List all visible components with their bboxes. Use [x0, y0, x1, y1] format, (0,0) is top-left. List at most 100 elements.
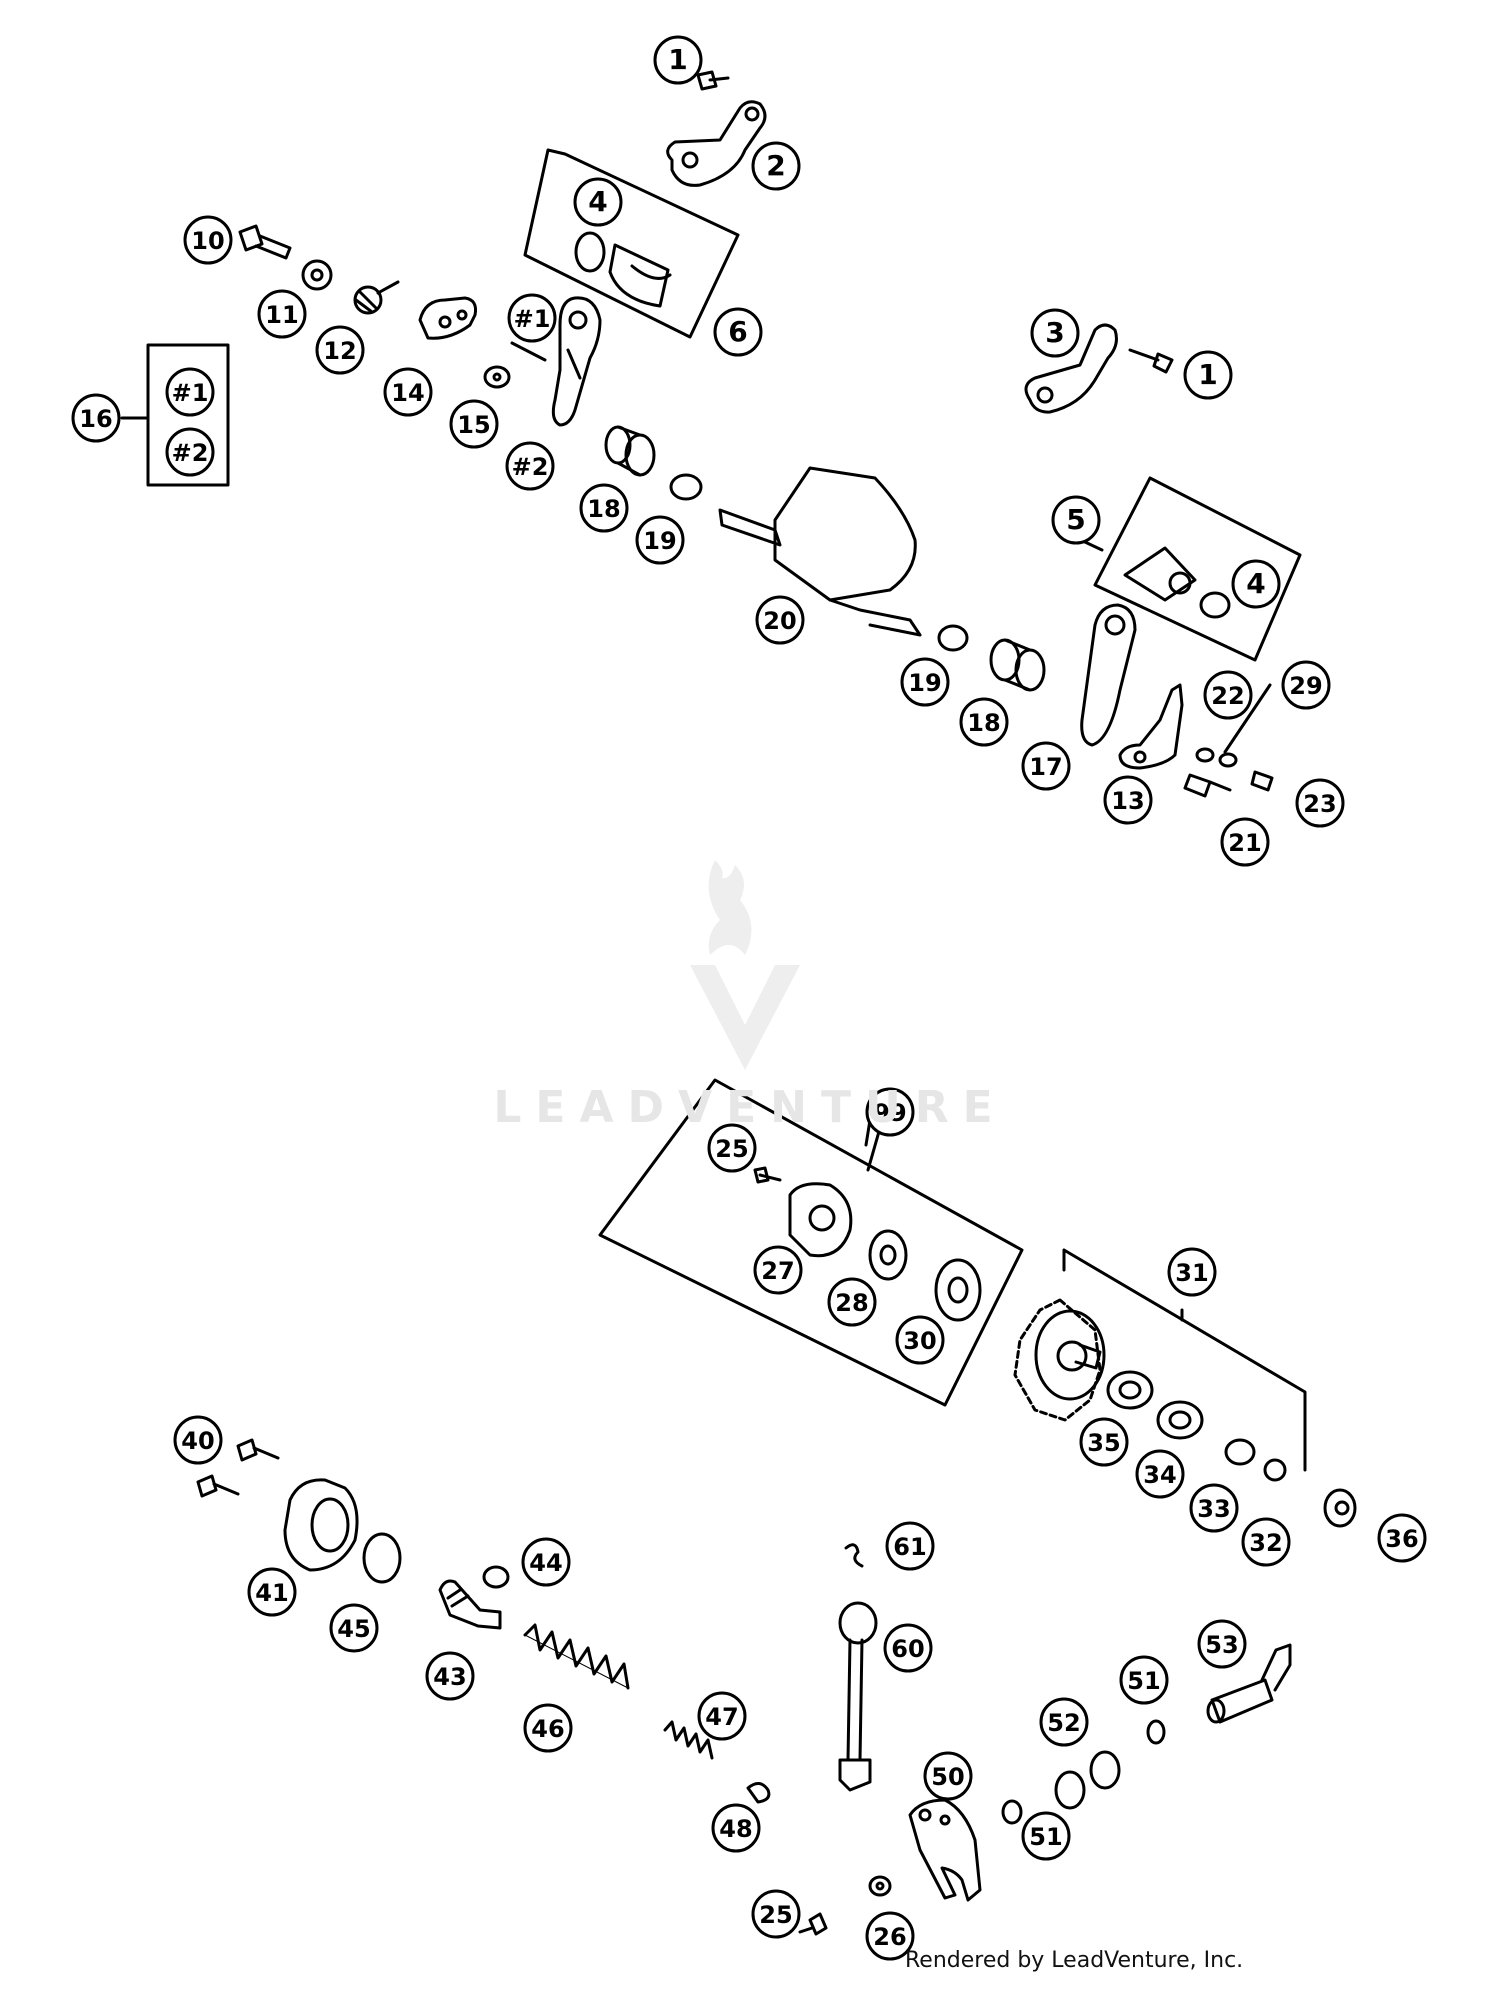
callout-circle	[883, 1623, 933, 1673]
callout-label: #1	[172, 379, 209, 407]
callout-52: 52	[1039, 1697, 1089, 1747]
callout-16: 16	[71, 393, 121, 443]
callout-41: 41	[247, 1567, 297, 1617]
callout-label: 25	[759, 1901, 792, 1929]
callout-17: 17	[1021, 741, 1071, 791]
callout-circle	[755, 595, 805, 645]
callout-15: 15	[449, 399, 499, 449]
callout-label: 6	[728, 315, 747, 348]
callout-label: 61	[893, 1533, 926, 1561]
part-washer-26	[868, 1875, 892, 1897]
part-clip-61	[844, 1543, 864, 1568]
callout-label: 22	[1211, 682, 1244, 710]
callout-label: 1	[1198, 358, 1217, 391]
callout-22: 22	[1203, 670, 1253, 720]
callout-circle	[751, 141, 801, 191]
callout-circle	[1377, 1513, 1427, 1563]
callout-50: 50	[923, 1751, 973, 1801]
callout-label: 33	[1197, 1495, 1230, 1523]
callout-circle	[1281, 660, 1331, 710]
callout-4: 4	[573, 177, 623, 227]
callout-27: 27	[753, 1245, 803, 1295]
callout-circle	[1051, 495, 1101, 545]
part-housing-41	[283, 1478, 359, 1572]
callout-2: 2	[751, 141, 801, 191]
callout-label: 18	[587, 495, 620, 523]
callout-circle	[247, 1567, 297, 1617]
part-oring-19-top	[669, 473, 703, 501]
callout-circle	[1189, 1483, 1239, 1533]
callout-circle	[1197, 1619, 1247, 1669]
callout-61: 61	[885, 1521, 935, 1571]
part-bushing-18-top	[604, 425, 656, 477]
callout-label: 27	[761, 1257, 794, 1285]
callout-label: 51	[1127, 1667, 1160, 1695]
part-box-5	[1093, 476, 1302, 662]
callout-ref-1: #1	[165, 367, 215, 417]
callout-19: 19	[900, 657, 950, 707]
callout-4: 4	[1231, 559, 1281, 609]
callout-40: 40	[173, 1415, 223, 1465]
part-lever-2	[666, 100, 767, 187]
callout-circle	[697, 1691, 747, 1741]
part-bracket-50	[908, 1798, 982, 1902]
callout-circle	[165, 427, 215, 477]
callout-48: 48	[711, 1803, 761, 1853]
callout-ref-2: #2	[165, 427, 215, 477]
part-washers-51-52	[1001, 1719, 1166, 1825]
callout-1: 1	[653, 35, 703, 85]
callout-circle	[753, 1245, 803, 1295]
callout-13: 13	[1103, 775, 1153, 825]
part-nut-36	[1323, 1488, 1357, 1528]
part-spring-46	[523, 1623, 630, 1690]
callout-circle	[865, 1911, 915, 1961]
footer-credit: Rendered by LeadVenture, Inc.	[905, 1948, 1244, 1973]
callout-46: 46	[523, 1703, 573, 1753]
callout-47: 47	[697, 1691, 747, 1741]
part-lever-ref-1-2	[551, 296, 602, 427]
callout-label: 21	[1228, 829, 1261, 857]
callout-label: 12	[323, 337, 356, 365]
callout-label: 3	[1045, 316, 1064, 349]
callout-label: 19	[908, 669, 941, 697]
part-screw-1	[696, 70, 730, 91]
callout-circle	[827, 1277, 877, 1327]
callout-label: 60	[891, 1635, 924, 1663]
callout-label: 53	[1205, 1631, 1238, 1659]
callout-circle	[183, 215, 233, 265]
callout-5: 5	[1051, 495, 1101, 545]
part-lever-17	[1080, 603, 1137, 747]
callout-35: 35	[1079, 1417, 1129, 1467]
callout-36: 36	[1377, 1513, 1427, 1563]
callout-19: 19	[635, 515, 685, 565]
part-shaft-43	[438, 1579, 502, 1630]
callout-label: 16	[79, 405, 112, 433]
callout-circle	[71, 393, 121, 443]
callout-label: 52	[1047, 1709, 1080, 1737]
callout-label: 32	[1249, 1529, 1282, 1557]
callout-label: 46	[531, 1715, 564, 1743]
callout-29: 29	[1281, 660, 1331, 710]
callout-label: 2	[766, 149, 785, 182]
callout-label: 99	[873, 1099, 906, 1127]
callout-circle	[257, 289, 307, 339]
callout-circle	[315, 325, 365, 375]
callout-circle	[1039, 1697, 1089, 1747]
part-box-4-6	[523, 148, 740, 339]
callout-circle	[573, 177, 623, 227]
callout-circle	[579, 483, 629, 533]
callout-circle	[1119, 1655, 1169, 1705]
callout-circle	[329, 1603, 379, 1653]
part-clip-48	[746, 1782, 771, 1804]
callout-circle	[865, 1087, 915, 1137]
part-bolt-10	[238, 224, 292, 260]
callout-circle	[1241, 1517, 1291, 1567]
callout-circle	[1030, 308, 1080, 358]
callout-53: 53	[1197, 1619, 1247, 1669]
callout-circle	[885, 1521, 935, 1571]
callout-circle	[1079, 1417, 1129, 1467]
leadventure-watermark-logo	[690, 860, 800, 1070]
callout-3: 3	[1030, 308, 1080, 358]
callout-label: 17	[1029, 753, 1062, 781]
